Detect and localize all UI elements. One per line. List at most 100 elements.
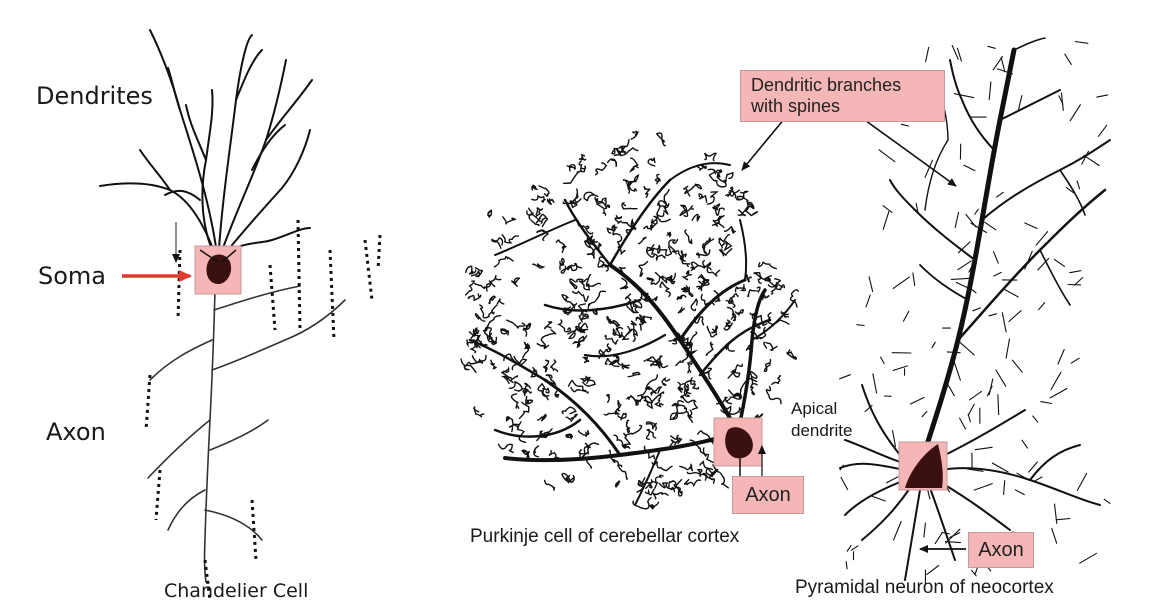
pyramidal-spine (987, 45, 996, 49)
purkinje-branchlet (603, 410, 621, 416)
purkinje-branchlet (559, 257, 565, 271)
pyramidal-spine (839, 464, 844, 471)
purkinje-branchlet (594, 162, 608, 176)
purkinje-branchlet (680, 204, 695, 213)
purkinje-branchlet (536, 430, 546, 442)
chandelier-axon (147, 285, 346, 583)
purkinje-branchlet (645, 428, 657, 440)
purkinje-branchlet (702, 447, 714, 464)
pyramidal-spine (856, 324, 865, 327)
purkinje-branchlet (565, 433, 574, 440)
purkinje-branchlet (767, 284, 779, 295)
purkinje-branchlet (592, 307, 599, 316)
purkinje-branchlet (632, 497, 652, 510)
purkinje-branchlet (577, 303, 586, 323)
purkinje-spiny-branchlets (460, 130, 799, 510)
purkinje-branchlet (723, 319, 731, 331)
pyramidal-spine (1021, 439, 1029, 449)
purkinje-branchlet (676, 294, 687, 301)
pyramidal-spine (945, 381, 955, 397)
purkinje-branchlet (510, 277, 521, 287)
pyramidal-spine (868, 276, 874, 293)
purkinje-branchlet (488, 295, 496, 305)
purkinje-branchlet (762, 312, 772, 327)
purkinje-branchlet (501, 234, 520, 244)
purkinje-branchlet (605, 343, 612, 353)
purkinje-branchlet (749, 371, 758, 383)
callout-arrow-pyramidal (861, 117, 957, 187)
pyramidal-spine (1053, 503, 1058, 524)
purkinje-branchlet (763, 341, 778, 351)
purkinje-branchlet (622, 436, 632, 449)
purkinje-branchlet (749, 312, 761, 329)
pyramidal-caption: Pyramidal neuron of neocortex (795, 577, 1054, 598)
pyramidal-spine (988, 313, 998, 317)
purkinje-branchlet (749, 326, 767, 340)
purkinje-branchlet (711, 214, 725, 227)
pyramidal-spine (1024, 222, 1038, 230)
purkinje-branchlet (644, 481, 658, 496)
purkinje-branchlet (690, 261, 700, 272)
purkinje-branchlet (690, 298, 698, 312)
pyramidal-spine (926, 564, 940, 575)
purkinje-branchlet (617, 412, 627, 421)
purkinje-branchlet (556, 319, 572, 333)
purkinje-branchlet (479, 340, 489, 348)
pyramidal-spine (969, 390, 983, 401)
purkinje-branchlet (670, 434, 683, 444)
purkinje-branchlet (705, 467, 719, 478)
pyramidal-spine (1096, 94, 1109, 98)
purkinje-branchlet (621, 362, 630, 370)
purkinje-branchlet (486, 332, 498, 343)
pyramidal-spine (1037, 302, 1046, 311)
purkinje-branchlet (627, 180, 634, 194)
purkinje-branchlet (643, 395, 654, 410)
purkinje-branchlet (466, 339, 478, 349)
pyramidal-spine (951, 44, 959, 60)
pyramidal-spine (1001, 312, 1007, 333)
pyramidal-spine (840, 476, 849, 491)
purkinje-branchlet (711, 325, 719, 334)
purkinje-branchlet (523, 324, 531, 337)
purkinje-branchlet (683, 478, 702, 488)
purkinje-branchlet (560, 265, 573, 274)
dendrites-label: Dendrites (36, 82, 153, 110)
purkinje-branchlet (562, 306, 572, 314)
purkinje-branchlet (627, 328, 638, 343)
purkinje-branchlet (614, 400, 622, 415)
purkinje-branchlet (554, 390, 560, 398)
purkinje-branchlet (643, 185, 651, 199)
purkinje-branchlet (623, 424, 643, 438)
pyramidal-spine (957, 241, 971, 254)
purkinje-branchlet (650, 386, 663, 397)
purkinje-branchlet (538, 185, 550, 197)
pyramidal-spine (986, 385, 993, 397)
purkinje-branchlet (745, 344, 753, 351)
pyramidal-spine (850, 545, 859, 551)
purkinje-branchlet (536, 342, 550, 350)
purkinje-branchlet (622, 179, 638, 192)
purkinje-branchlet (724, 407, 743, 415)
purkinje-branchlet (571, 290, 589, 303)
purkinje-branchlet (497, 443, 514, 454)
pyramidal-spine (955, 281, 972, 290)
pyramidal-spine (923, 522, 926, 538)
callout-line-1: Dendritic branches (751, 75, 902, 95)
purkinje-branchlet (471, 354, 487, 365)
purkinje-branchlet (618, 147, 639, 155)
purkinje-branchlet (668, 335, 684, 342)
purkinje-branchlet (624, 293, 635, 314)
purkinje-branchlet (474, 279, 496, 289)
purkinje-branchlet (598, 256, 608, 268)
purkinje-branchlet (535, 213, 549, 228)
purkinje-branchlet (648, 501, 660, 510)
purkinje-branchlet (639, 479, 653, 489)
purkinje-branchlet (630, 320, 638, 336)
purkinje-branchlet (506, 319, 526, 329)
pyramidal-spine (934, 531, 944, 545)
purkinje-branchlet (487, 314, 502, 333)
pyramidal-spine (966, 468, 984, 472)
purkinje-branchlet (687, 360, 694, 374)
purkinje-branchlet (619, 277, 629, 290)
purkinje-branchlet (671, 250, 683, 261)
